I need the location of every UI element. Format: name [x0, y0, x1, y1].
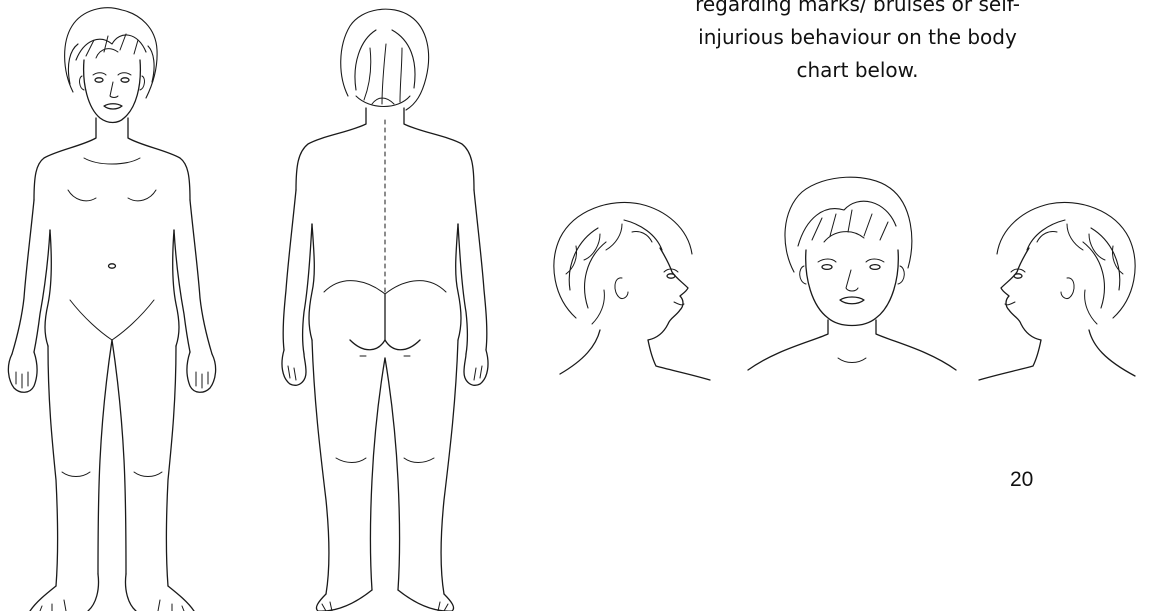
head-front[interactable]: [740, 170, 970, 380]
instruction-text: regarding marks/ bruises or self- injuri…: [620, 0, 1095, 87]
page-number: 20: [1010, 468, 1033, 492]
instruction-line-3: chart below.: [620, 54, 1095, 87]
body-back-figure[interactable]: [260, 0, 500, 611]
body-front-figure[interactable]: [0, 0, 240, 611]
head-profile-left[interactable]: [975, 180, 1150, 380]
instruction-line-1: regarding marks/ bruises or self-: [620, 0, 1095, 21]
instruction-line-2: injurious behaviour on the body: [620, 21, 1095, 54]
head-profile-right[interactable]: [540, 180, 720, 380]
